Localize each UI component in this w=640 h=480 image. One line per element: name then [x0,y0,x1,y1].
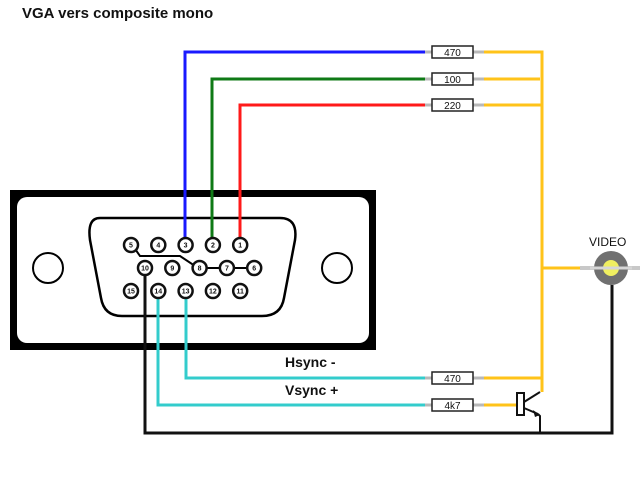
hsync-label: Hsync - [285,354,336,370]
vga-pins: 5 4 3 2 1 10 9 8 7 6 15 14 13 12 11 [122,236,263,300]
pin-11 [231,282,249,300]
pin-3 [177,236,194,254]
wire-green [210,77,430,244]
wire-vsync [156,291,430,407]
pin-label: 7 [225,266,229,273]
diagram-title: VGA vers composite mono [22,5,214,22]
wire-ground [143,268,614,435]
pin-label: 11 [236,289,244,296]
pin-label: 2 [211,243,215,250]
pin-13 [177,282,194,300]
resistor-vsync: 4k7 [431,398,474,412]
pin-12 [204,282,222,300]
pin-label: 6 [252,266,256,273]
pin-label: 13 [182,289,190,296]
pin-8 [191,259,208,277]
pin-9 [164,259,181,277]
resistor-label: 220 [444,101,461,112]
resistor-hsync: 470 [431,371,474,385]
ground-bus-internal [132,245,256,269]
video-label: VIDEO [589,235,626,249]
pin-label: 9 [170,266,174,273]
pin-2 [204,236,222,254]
pin-label: 1 [238,243,242,250]
pin-4 [150,236,167,254]
pin-label: 4 [156,243,160,250]
wire-red [238,103,430,244]
video-rca-jack [580,251,640,285]
pin-label: 3 [184,243,188,250]
resistor-label: 100 [444,75,461,86]
wire-output [484,50,580,407]
mount-hole-right [321,252,353,284]
pin-10 [136,259,154,277]
pin-label: 5 [129,243,133,250]
resistor-green: 100 [431,72,474,86]
mount-hole-left [32,252,64,284]
pin-7 [218,259,236,277]
pin-label: 10 [141,266,149,273]
vsync-label: Vsync + [285,382,338,398]
pin-label: 12 [209,289,217,296]
resistor-label: 470 [444,48,461,59]
pin-label: 15 [127,289,135,296]
pin-6 [245,259,263,277]
pin-5 [122,236,140,254]
wire-hsync [184,291,430,380]
transistor-symbol [516,391,541,433]
resistor-label: 470 [444,374,461,385]
resistor-label: 4k7 [444,401,461,412]
pin-label: 8 [198,266,202,273]
resistor-blue: 470 [431,45,474,59]
pin-1 [231,236,249,254]
pin-14 [150,282,167,300]
pin-label: 14 [154,289,162,296]
wire-blue [183,50,430,244]
pin-15 [122,282,140,300]
resistor-leads [425,50,484,407]
resistor-red: 220 [431,98,474,112]
